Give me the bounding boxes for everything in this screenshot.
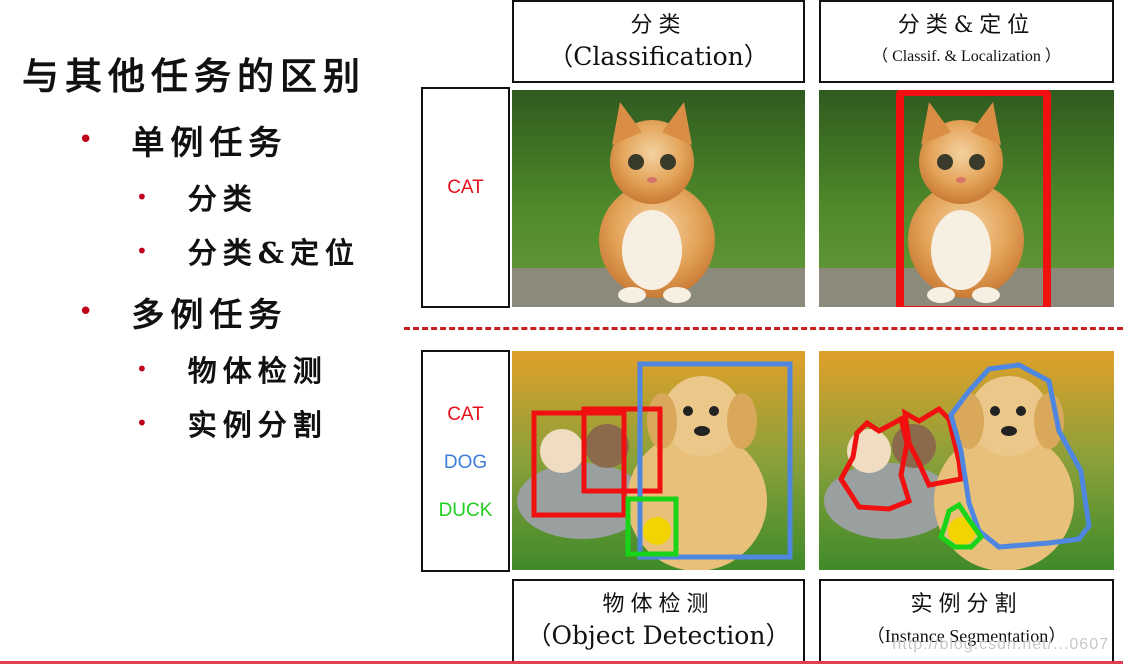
pets-photo <box>512 351 805 570</box>
header-classification: 分类 （Classification） <box>512 0 805 83</box>
pets-image-detection <box>512 351 805 570</box>
bullet-dot: • <box>136 411 148 435</box>
bullet-label: 实例分割 <box>187 408 328 442</box>
bullet-multi-instance: • 多例任务 <box>78 288 287 336</box>
segmentation-mask-duck <box>938 501 985 550</box>
header-cn: 分类 <box>630 12 687 38</box>
header-detection: 物体检测 （Object Detection） <box>512 579 805 663</box>
bullet-dot: • <box>136 357 148 381</box>
kitten-image-localization <box>819 90 1114 307</box>
bounding-box-dog <box>637 361 793 560</box>
segmentation-mask-cat-1 <box>838 415 913 512</box>
header-cn: 物体检测 <box>602 592 715 617</box>
bullet-classification-localization: • 分类&定位 <box>136 230 360 272</box>
pets-photo <box>819 351 1114 570</box>
segmentation-mask-cat-2 <box>901 405 964 488</box>
header-en: （Instance Segmentation） <box>866 626 1067 646</box>
bullet-dot: • <box>78 125 94 155</box>
header-en: （ Classif. & Localization ） <box>872 47 1061 65</box>
header-cn: 分类&定位 <box>897 12 1036 38</box>
bullet-object-detection: • 物体检测 <box>136 348 328 390</box>
bullet-instance-segmentation: • 实例分割 <box>136 402 328 444</box>
footer-rule <box>0 661 1123 664</box>
kitten-image-classification <box>512 90 805 307</box>
header-en: （Object Detection） <box>526 621 791 650</box>
pets-image-segmentation <box>819 351 1114 570</box>
bounding-box-cat <box>896 90 1051 307</box>
bullet-single-instance: • 单例任务 <box>78 116 287 164</box>
class-label-duck: DUCK <box>438 500 493 521</box>
label-box-multi: CAT DOG DUCK <box>421 350 510 572</box>
section-divider <box>404 327 1123 330</box>
bullet-classification: • 分类 <box>136 176 258 218</box>
watermark: http://blog.csdn.net/...0607 <box>892 636 1109 653</box>
class-label-cat: CAT <box>447 404 484 425</box>
bounding-box-cat-1 <box>531 410 627 518</box>
header-cn: 实例分割 <box>910 592 1023 617</box>
label-box-single: CAT <box>421 87 510 308</box>
bullet-label: 分类 <box>187 182 258 216</box>
bounding-box-cat-2 <box>581 406 663 494</box>
bullet-dot: • <box>78 297 94 327</box>
bullet-label: 多例任务 <box>131 295 288 334</box>
bullet-label: 单例任务 <box>131 123 288 162</box>
bullet-label: 分类&定位 <box>187 236 360 270</box>
bullet-dot: • <box>136 185 148 209</box>
bullet-label: 物体检测 <box>187 354 328 388</box>
segmentation-mask-dog <box>948 362 1092 550</box>
bounding-box-duck <box>625 496 679 557</box>
kitten-photo <box>819 90 1114 307</box>
header-localization: 分类&定位 （ Classif. & Localization ） <box>819 0 1114 83</box>
class-label-cat: CAT <box>447 177 484 198</box>
slide-title: 与其他任务的区别 <box>22 54 366 98</box>
kitten-photo <box>512 90 805 307</box>
class-label-dog: DOG <box>443 452 488 473</box>
header-en: （Classification） <box>548 41 769 71</box>
bullet-dot: • <box>136 239 148 263</box>
